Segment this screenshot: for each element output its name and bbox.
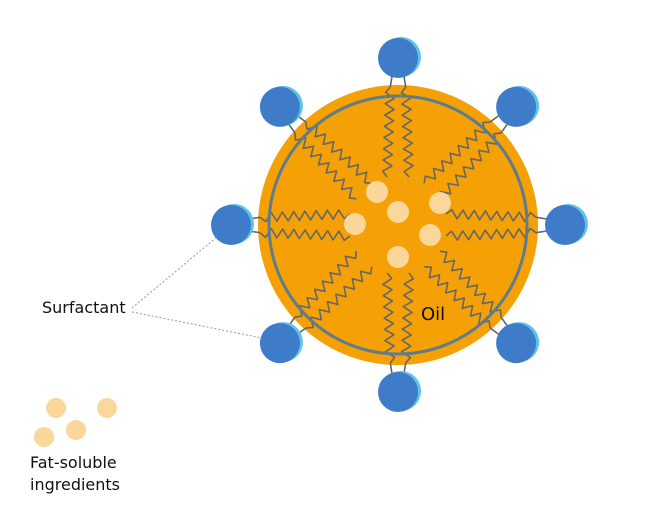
fat-soluble-ingredients-legend-icon <box>34 398 117 447</box>
surfactant-tail <box>259 227 351 242</box>
fat-soluble-label-line-2: ingredients <box>30 475 121 494</box>
fat-soluble-ingredients-label: Fat-soluble ingredients <box>30 452 120 496</box>
surfactant-head <box>378 372 418 412</box>
surfactant-head <box>545 205 585 245</box>
surfactant-tail <box>305 121 372 185</box>
fat-soluble-particle <box>344 213 366 235</box>
leader-line-upper <box>131 235 219 309</box>
surfactant-heads <box>211 37 588 412</box>
surfactant-head <box>259 323 300 364</box>
surfactant-head <box>211 205 251 245</box>
fat-soluble-particle <box>366 181 388 203</box>
legend-particle <box>46 398 66 418</box>
surfactant-tail <box>438 132 502 199</box>
surfactant-tail <box>424 265 491 329</box>
surfactant-tail <box>382 272 396 364</box>
legend-particle <box>97 398 117 418</box>
surfactant-head <box>496 86 537 127</box>
droplet-membrane <box>267 94 529 356</box>
fat-soluble-particle <box>387 201 409 223</box>
surfactant-head <box>378 38 418 78</box>
fat-soluble-particle <box>387 246 409 268</box>
oil-droplet <box>258 85 538 365</box>
surfactant-head <box>259 86 300 127</box>
legend-particle <box>34 427 54 447</box>
surfactant-label: Surfactant <box>42 298 126 317</box>
surfactant-tail <box>423 121 491 184</box>
surfactant-tail <box>259 209 351 223</box>
surfactant-tail <box>400 86 414 178</box>
legend-particle <box>66 420 86 440</box>
surfactant-tail <box>445 208 537 223</box>
fat-soluble-particles-in-oil <box>344 181 451 268</box>
fat-soluble-label-line-1: Fat-soluble <box>30 453 117 472</box>
leader-line-lower <box>131 311 263 339</box>
surfactant-head <box>496 323 537 364</box>
surfactant-tail <box>294 251 358 318</box>
surfactant-tail <box>400 272 415 364</box>
surfactant-tail <box>445 227 537 241</box>
surfactant-tail <box>439 250 502 318</box>
surfactant-tail <box>294 132 357 200</box>
oil-label: Oil <box>421 304 446 325</box>
surfactant-leader-lines <box>131 235 263 339</box>
fat-soluble-particle <box>419 224 441 246</box>
fat-soluble-particle <box>429 192 451 214</box>
surfactant-tail <box>381 86 396 178</box>
surfactant-tail <box>305 266 373 329</box>
